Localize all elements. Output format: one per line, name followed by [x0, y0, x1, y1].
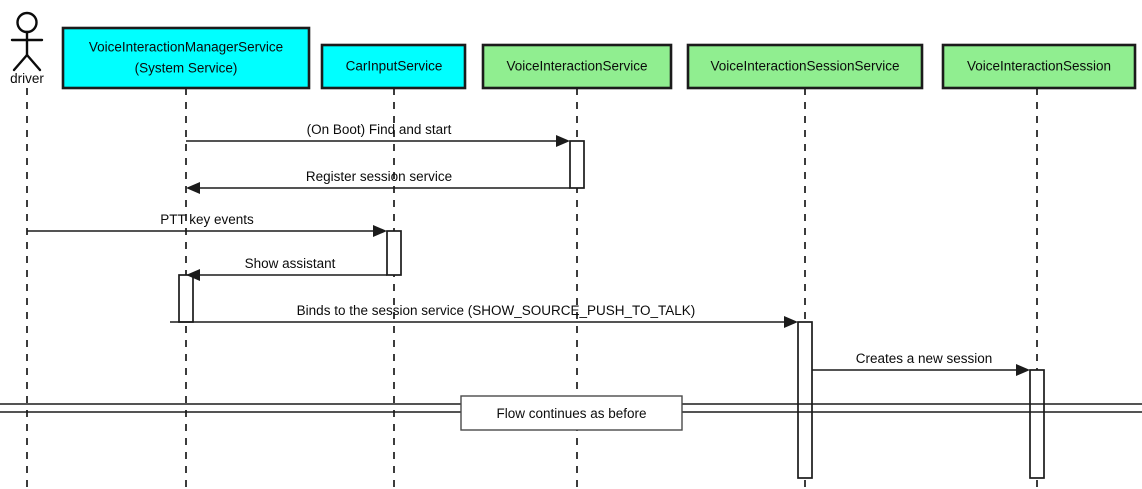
- message-register-session-service[interactable]: Register session service: [186, 169, 570, 194]
- message-label-m3: PTT key events: [160, 212, 254, 227]
- activation-bar-viss: [797, 321, 813, 479]
- activations-layer: [178, 140, 1045, 479]
- solid-arrowhead-icon-m6: [1016, 364, 1030, 376]
- participant-label-vis: VoiceInteractionService: [506, 59, 647, 74]
- solid-arrowhead-icon-m4: [186, 269, 200, 281]
- activation-bar-cis: [386, 230, 402, 276]
- participant-label-vims-line2: (System Service): [135, 61, 238, 76]
- participant-vsession[interactable]: VoiceInteractionSession: [941, 43, 1137, 90]
- delay-separator: Flow continues as before: [0, 395, 1142, 431]
- participant-vims[interactable]: VoiceInteractionManagerService (System S…: [61, 26, 311, 90]
- message-label-m6: Creates a new session: [856, 351, 993, 366]
- solid-arrowhead-icon-m1: [556, 135, 570, 147]
- message-ptt-key-events[interactable]: PTT key events: [27, 212, 387, 237]
- participant-label-vsession: VoiceInteractionSession: [967, 59, 1111, 74]
- activation-bar-vis: [569, 140, 585, 189]
- message-label-m2: Register session service: [306, 169, 452, 184]
- participant-cis[interactable]: CarInputService: [320, 43, 467, 90]
- message-label-m5: Binds to the session service (SHOW_SOURC…: [297, 303, 696, 318]
- participant-label-viss: VoiceInteractionSessionService: [710, 59, 899, 74]
- participant-box-viss[interactable]: [686, 43, 924, 90]
- participant-label-vims-line1: VoiceInteractionManagerService: [89, 40, 283, 55]
- solid-arrowhead-icon-m3: [373, 225, 387, 237]
- message-creates-a-new-session[interactable]: Creates a new session: [812, 351, 1030, 376]
- participant-vis[interactable]: VoiceInteractionService: [481, 43, 673, 90]
- participant-viss[interactable]: VoiceInteractionSessionService: [686, 43, 924, 90]
- message-binds-to-session-service[interactable]: Binds to the session service (SHOW_SOURC…: [170, 303, 798, 328]
- participant-driver[interactable]: driver: [10, 11, 44, 86]
- participant-box-vims[interactable]: [61, 26, 311, 90]
- delay-label-box: [460, 395, 683, 431]
- solid-arrowhead-icon-m2: [186, 182, 200, 194]
- delay-label-text: Flow continues as before: [496, 406, 646, 421]
- message-label-m1: (On Boot) Find and start: [307, 122, 452, 137]
- activation-bar-vsession: [1029, 369, 1045, 479]
- participant-box-vis[interactable]: [481, 43, 673, 90]
- participant-label-cis: CarInputService: [346, 59, 443, 74]
- participant-label-driver: driver: [10, 71, 44, 86]
- message-show-assistant[interactable]: Show assistant: [186, 256, 387, 281]
- message-on-boot-find-and-start[interactable]: (On Boot) Find and start: [186, 122, 570, 147]
- activation-bar-vims: [178, 274, 194, 323]
- participant-box-vsession[interactable]: [941, 43, 1137, 90]
- solid-arrowhead-icon-m5: [784, 316, 798, 328]
- message-label-m4: Show assistant: [245, 256, 336, 271]
- stick-figure-actor-icon: [10, 11, 44, 72]
- participant-box-cis[interactable]: [320, 43, 467, 90]
